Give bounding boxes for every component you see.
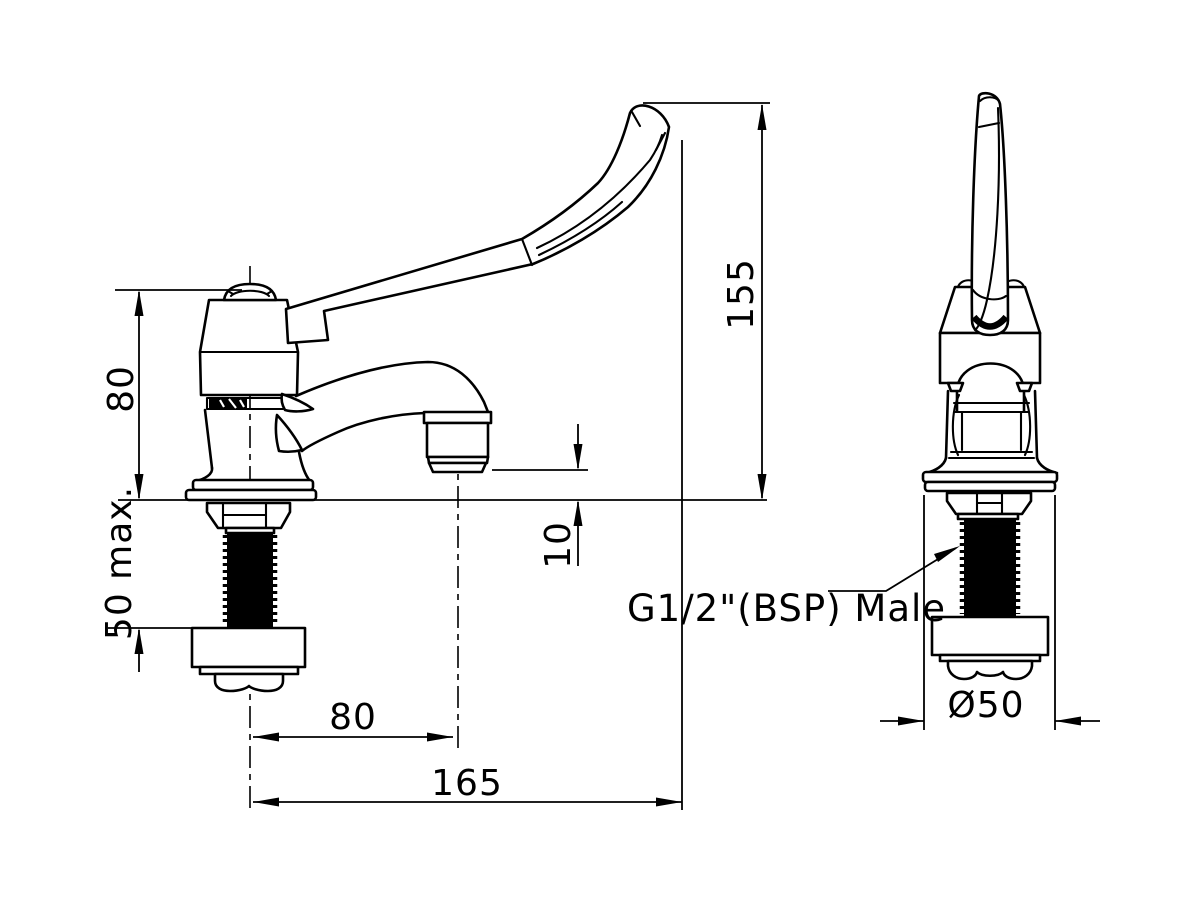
dim-spout-reach: 80 xyxy=(253,697,453,742)
dim-overall-height-label: 155 xyxy=(721,258,762,330)
dim-body-height-label: 80 xyxy=(101,365,142,413)
dimension-annotations: 80 50 max. 155 xyxy=(99,102,1100,810)
dim-base-diameter: Ø50 xyxy=(880,495,1100,730)
thread-spec-callout: G1/2"(BSP) Male xyxy=(627,546,960,630)
dim-spout-reach-label: 80 xyxy=(329,697,377,738)
dim-overall-height: 155 xyxy=(643,102,770,500)
front-spout-fillets xyxy=(274,392,315,453)
side-hex-nut xyxy=(945,491,1033,521)
dim-overall-reach: 165 xyxy=(253,140,683,810)
dim-max-deck-thickness: 50 max. xyxy=(99,486,192,672)
front-aerator xyxy=(422,410,493,474)
dim-base-diameter-label: Ø50 xyxy=(947,685,1024,726)
dim-body-height: 80 xyxy=(101,289,242,500)
front-base-flange xyxy=(184,478,318,502)
front-spout xyxy=(294,360,490,453)
front-dome-cap xyxy=(222,282,278,302)
side-lever-handle xyxy=(970,91,1010,337)
dim-outlet-clearance-label: 10 xyxy=(538,521,579,569)
dim-overall-reach-label: 165 xyxy=(431,763,503,804)
front-threaded-shank xyxy=(222,533,278,628)
side-base-flange xyxy=(921,470,1059,493)
front-hex-nut xyxy=(205,501,292,535)
thread-spec-label: G1/2"(BSP) Male xyxy=(627,587,946,630)
dim-max-deck-thickness-label: 50 max. xyxy=(99,486,140,640)
side-threaded-shank xyxy=(959,519,1021,617)
side-view xyxy=(921,91,1059,681)
front-backnut xyxy=(190,626,307,693)
drawing-linework: 80 50 max. 155 xyxy=(99,91,1100,812)
front-lever-handle xyxy=(284,104,671,345)
front-housing xyxy=(198,298,300,397)
side-backnut xyxy=(930,615,1050,681)
dim-outlet-clearance: 10 xyxy=(492,424,588,569)
front-indicator-band xyxy=(205,396,285,411)
front-view xyxy=(184,104,671,812)
